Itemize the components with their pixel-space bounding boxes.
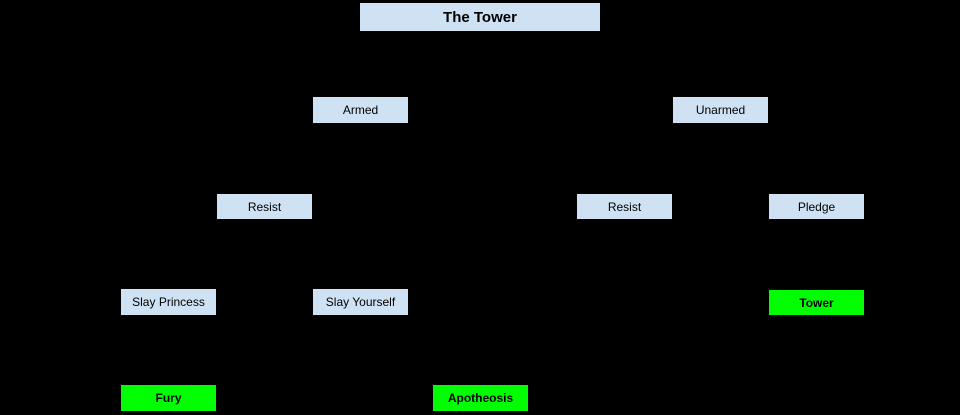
node-unarmed: Unarmed	[673, 97, 768, 123]
node-slay-princess: Slay Princess	[121, 289, 216, 315]
node-ending-apotheosis: Apotheosis	[433, 385, 528, 411]
node-ending-fury: Fury	[121, 385, 216, 411]
node-pledge: Pledge	[769, 194, 864, 219]
node-resist-unarmed: Resist	[577, 194, 672, 219]
node-armed: Armed	[313, 97, 408, 123]
node-resist-armed: Resist	[217, 194, 312, 219]
node-ending-tower: Tower	[769, 290, 864, 315]
node-slay-yourself: Slay Yourself	[313, 289, 408, 315]
node-the-tower: The Tower	[360, 3, 600, 31]
